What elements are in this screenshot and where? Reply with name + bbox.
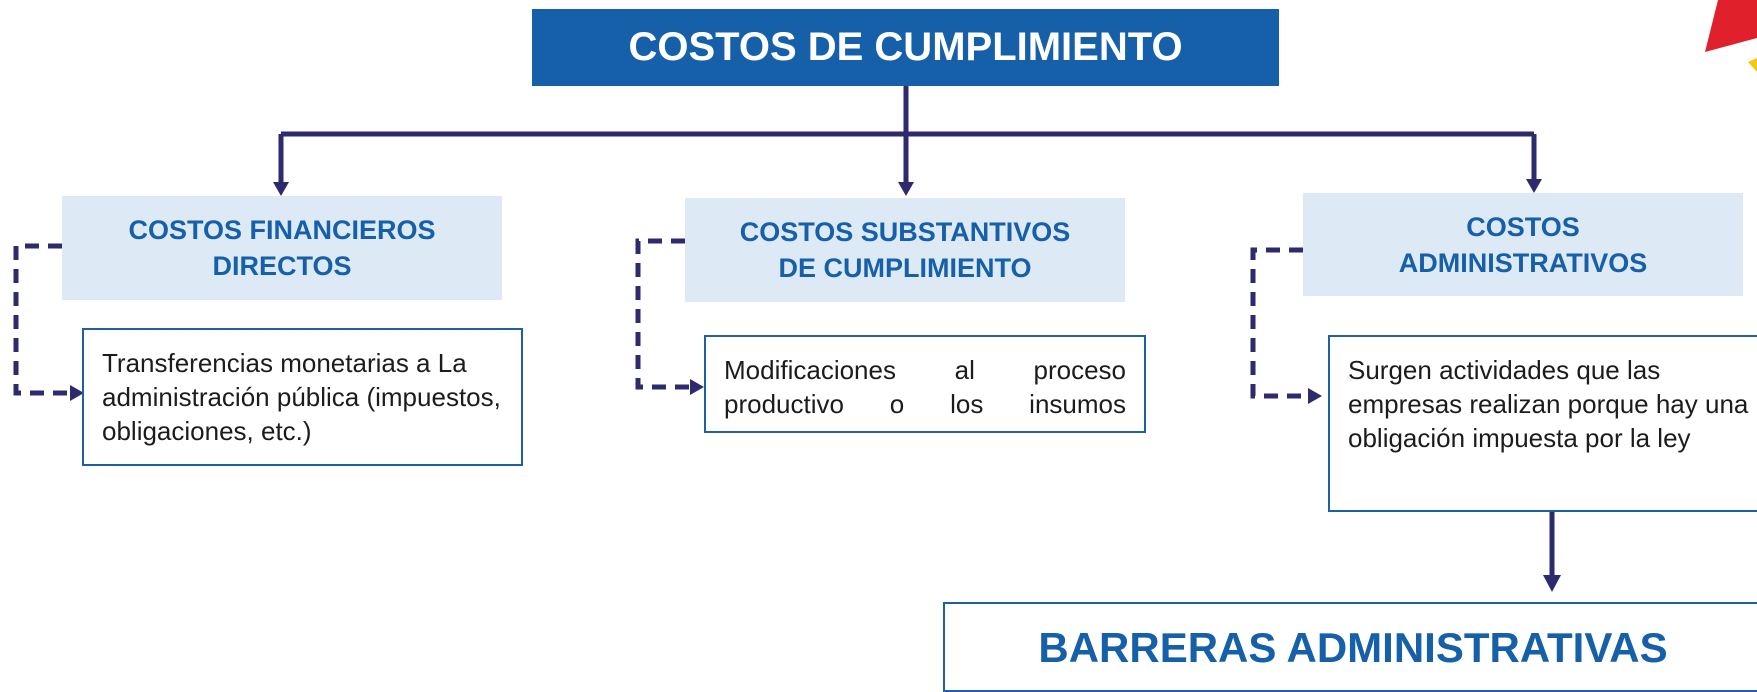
category-box-financial: COSTOS FINANCIEROS DIRECTOS	[62, 196, 502, 300]
result-label: BARRERAS ADMINISTRATIVAS	[1038, 624, 1668, 671]
category-label-line2: DE CUMPLIMIENTO	[778, 253, 1032, 283]
description-box-financial: Transferencias monetarias a La administr…	[82, 328, 523, 466]
arrowhead-2	[898, 182, 914, 196]
hierarchy-connector	[278, 86, 1537, 186]
description-text: Surgen actividades que las empresas real…	[1348, 355, 1749, 453]
dashed-arrowhead-3	[1308, 388, 1322, 404]
dashed-connector-1	[13, 243, 72, 396]
dashed-connector-2	[635, 238, 692, 390]
arrowhead-3	[1526, 179, 1542, 193]
dashed-connector-3	[1250, 247, 1310, 399]
category-label-line1: COSTOS FINANCIEROS	[128, 215, 436, 245]
category-label-line2: ADMINISTRATIVOS	[1398, 247, 1648, 278]
dashed-arrowhead-1	[70, 385, 84, 401]
dashed-arrowhead-2	[690, 379, 704, 395]
category-box-substantive: COSTOS SUBSTANTIVOS DE CUMPLIMIENTO	[685, 198, 1125, 302]
description-text: Transferencias monetarias a La administr…	[102, 348, 501, 446]
description-text: Modificaciones al proceso productivo o l…	[724, 355, 1126, 419]
category-box-administrative: COSTOS ADMINISTRATIVOS	[1303, 193, 1743, 296]
arrowhead-1	[273, 182, 289, 196]
category-label-line1: COSTOS	[1466, 211, 1580, 242]
connector-lines	[13, 86, 1561, 592]
description-box-administrative: Surgen actividades que las empresas real…	[1328, 335, 1757, 512]
category-label-line2: DIRECTOS	[212, 251, 352, 281]
corner-decoration-icon	[1705, 0, 1757, 72]
result-box: BARRERAS ADMINISTRATIVAS	[943, 602, 1757, 692]
result-arrowhead	[1543, 575, 1561, 592]
category-label-line1: COSTOS SUBSTANTIVOS	[739, 217, 1071, 247]
description-box-substantive: Modificaciones al proceso productivo o l…	[704, 335, 1146, 433]
diagram-title: COSTOS DE CUMPLIMIENTO	[532, 9, 1279, 86]
